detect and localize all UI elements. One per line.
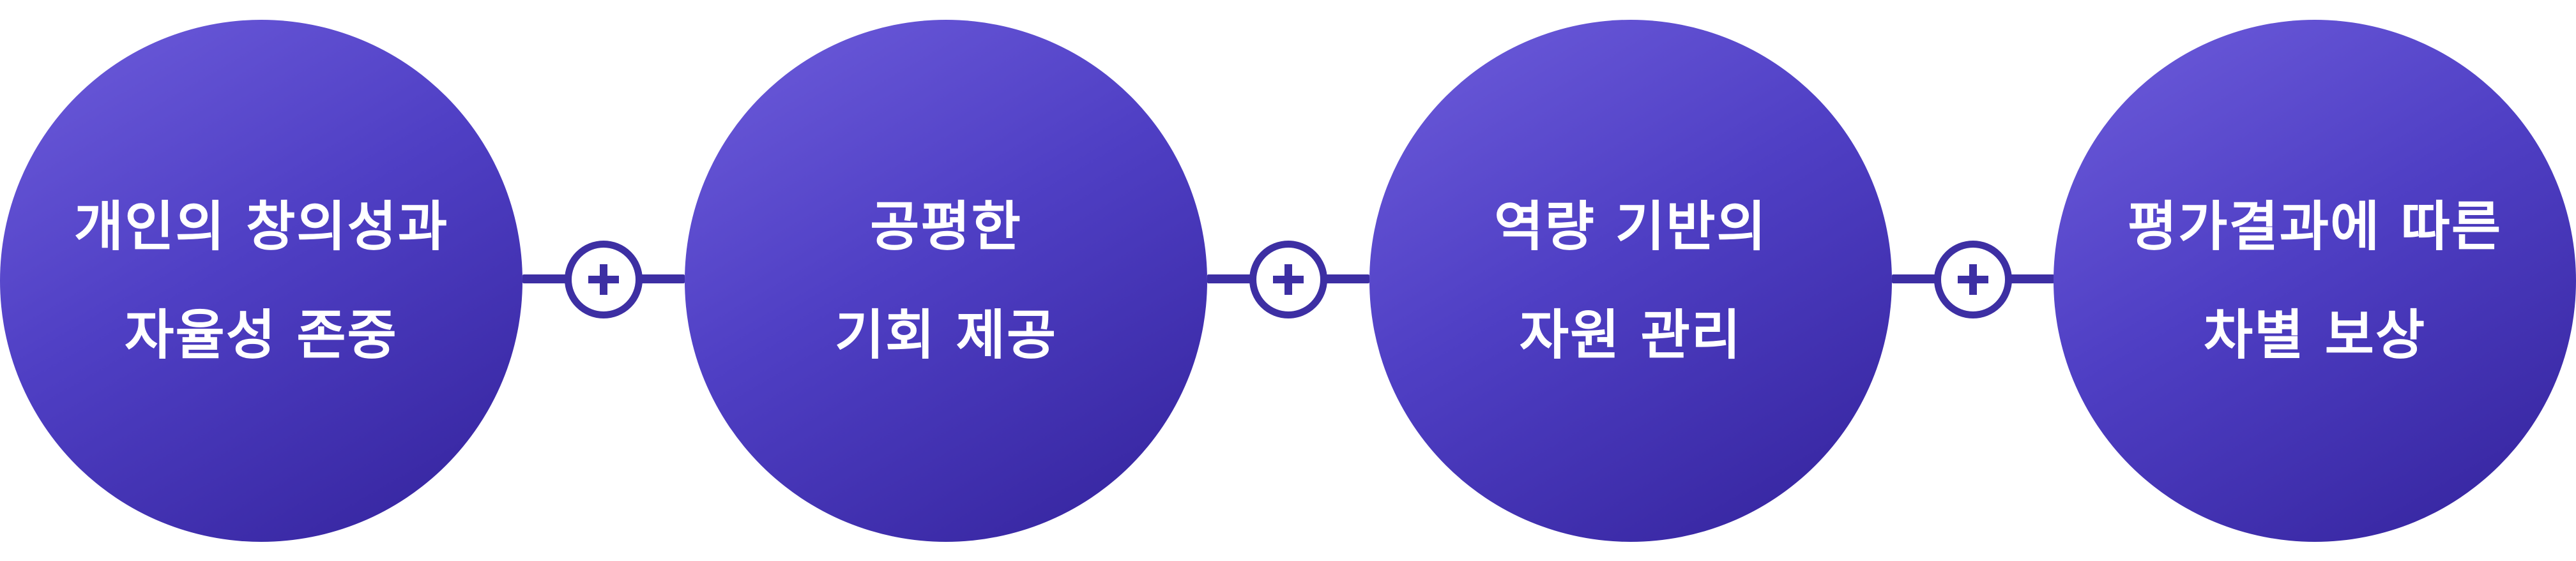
plus-icon bbox=[1273, 264, 1304, 295]
step-1-line-2: 자율성 존중 bbox=[125, 304, 398, 366]
step-circle-1: 개인의 창의성과 자율성 존중 bbox=[0, 20, 522, 542]
plus-icon bbox=[588, 264, 619, 295]
step-2-line-2: 기회 제공 bbox=[834, 304, 1058, 366]
plus-connector-2 bbox=[1249, 241, 1327, 318]
plus-connector-3 bbox=[1934, 241, 2012, 318]
plus-connector-1 bbox=[565, 241, 643, 318]
step-1-line-1: 개인의 창의성과 bbox=[73, 195, 449, 258]
step-circle-4: 평가결과에 따른 차별 보상 bbox=[2054, 20, 2576, 542]
step-3-line-2: 자원 관리 bbox=[1519, 304, 1742, 366]
step-3-line-1: 역량 기반의 bbox=[1494, 195, 1767, 258]
step-circle-2: 공평한 기회 제공 bbox=[685, 20, 1207, 542]
step-4-line-2: 차별 보상 bbox=[2203, 304, 2427, 366]
step-2-line-1: 공평한 bbox=[870, 195, 1022, 258]
step-circle-3: 역량 기반의 자원 관리 bbox=[1369, 20, 1892, 542]
plus-icon bbox=[1958, 264, 1988, 295]
step-4-line-1: 평가결과에 따른 bbox=[2127, 195, 2503, 258]
